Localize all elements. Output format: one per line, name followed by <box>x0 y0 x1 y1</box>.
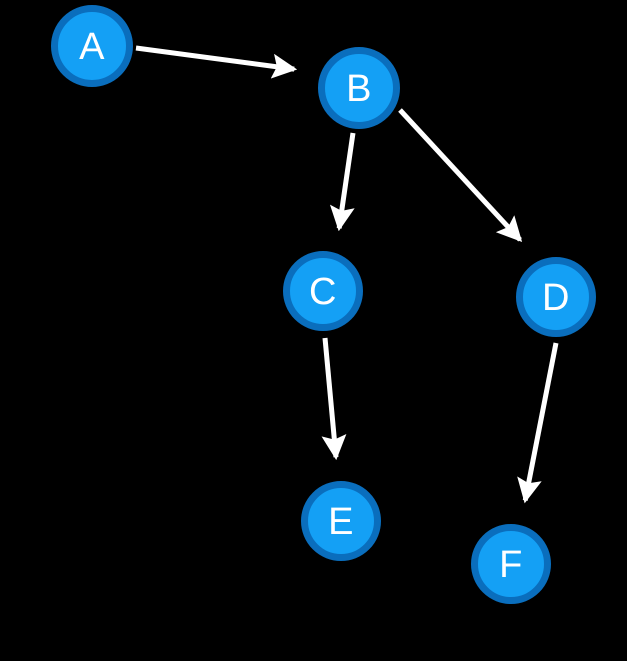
node-label-a: A <box>79 26 105 68</box>
edges-layer <box>135 45 559 504</box>
node-circle-d[interactable] <box>516 257 596 337</box>
graph-node-c[interactable]: C <box>283 251 363 331</box>
node-circle-c[interactable] <box>283 251 363 331</box>
graph-node-e[interactable]: E <box>301 481 381 561</box>
node-circle-e[interactable] <box>301 481 381 561</box>
nodes-layer: A B C D E F <box>51 5 596 604</box>
node-circle-a[interactable] <box>51 5 133 87</box>
node-label-f: F <box>499 544 523 586</box>
node-label-e: E <box>328 501 354 543</box>
node-circle-b[interactable] <box>318 47 400 129</box>
graph-node-f[interactable]: F <box>471 524 551 604</box>
graph-edge-c-to-e <box>321 337 347 461</box>
node-label-b: B <box>346 68 372 110</box>
graph-edge-b-to-d <box>398 108 523 243</box>
node-label-c: C <box>309 271 337 313</box>
node-circle-f[interactable] <box>471 524 551 604</box>
node-label-d: D <box>542 277 570 319</box>
graph-edge-d-to-f <box>517 342 559 504</box>
graph-node-b[interactable]: B <box>318 47 400 129</box>
graph-node-d[interactable]: D <box>516 257 596 337</box>
graph-node-a[interactable]: A <box>51 5 133 87</box>
graph-edge-a-to-b <box>135 45 298 79</box>
graph-edge-b-to-c <box>329 132 356 232</box>
